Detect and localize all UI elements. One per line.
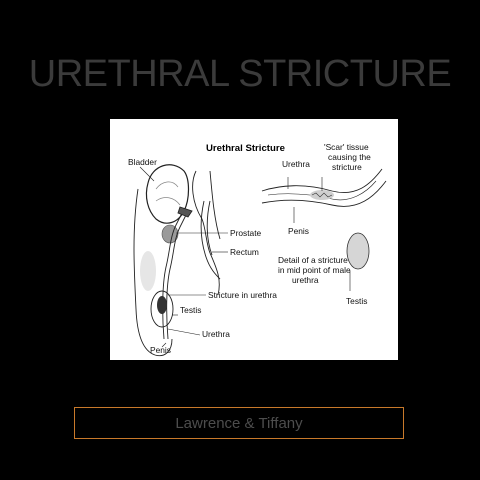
label-rectum: Rectum	[230, 247, 259, 257]
label-stricture-in-urethra: Stricture in urethra	[208, 290, 277, 300]
detail-urethra	[261, 168, 387, 207]
anatomy-diagram: Urethral Stricture Bladder Prostate Rect…	[128, 142, 387, 357]
credit-text: Lawrence & Tiffany	[175, 414, 303, 432]
anatomy-figure: Urethral Stricture Bladder Prostate Rect…	[110, 119, 398, 360]
testis-right-shape	[346, 232, 370, 270]
label-urethra-left: Urethra	[202, 329, 230, 339]
scar-tissue-shape	[310, 190, 334, 200]
label-detail-line3: urethra	[292, 275, 319, 285]
urethra-tube	[162, 206, 193, 340]
label-testis-right: Testis	[346, 296, 367, 306]
label-detail-line1: Detail of a stricture	[278, 255, 348, 265]
leader-lines-left	[139, 166, 228, 348]
label-scar-line2: causing the	[328, 152, 371, 162]
figure-title: Urethral Stricture	[206, 143, 285, 154]
label-bladder: Bladder	[128, 157, 157, 167]
label-scar-line3: stricture	[332, 162, 362, 172]
label-penis-left: Penis	[150, 345, 171, 355]
slide-title: URETHRAL STRICTURE	[28, 53, 452, 95]
label-penis-right: Penis	[288, 226, 309, 236]
label-testis-left: Testis	[180, 305, 201, 315]
testis-shape	[150, 290, 174, 328]
credit-box: Lawrence & Tiffany	[74, 407, 404, 439]
stricture-shading	[140, 251, 156, 291]
label-detail-line2: in mid point of male	[278, 265, 351, 275]
label-scar-line1: 'Scar' tissue	[324, 142, 369, 152]
label-urethra-right: Urethra	[282, 159, 310, 169]
label-prostate: Prostate	[230, 228, 262, 238]
rectum-shape	[200, 200, 221, 280]
leader-lines-right	[287, 177, 351, 291]
